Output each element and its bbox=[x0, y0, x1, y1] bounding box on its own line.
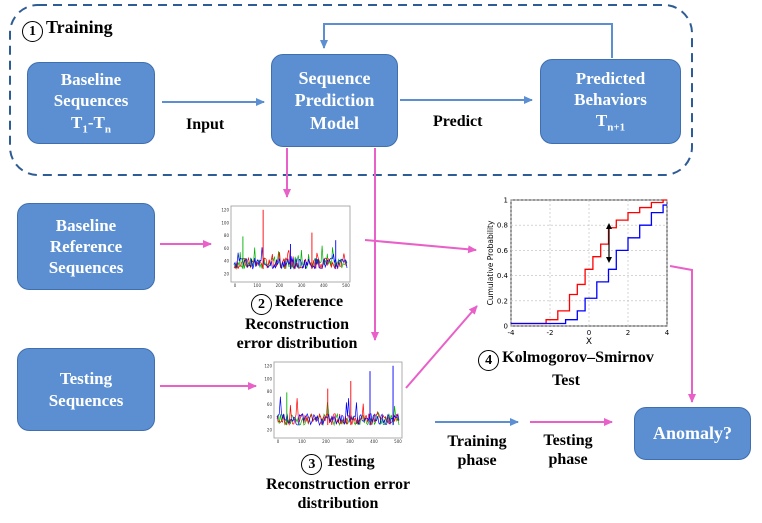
ks-x-tick: 4 bbox=[665, 329, 670, 337]
mini-x-tick: 0 bbox=[234, 283, 237, 288]
baseline-seq-line1: Baseline bbox=[60, 70, 122, 90]
training-frame bbox=[9, 4, 693, 176]
mini-trace bbox=[276, 402, 400, 427]
testing-error-plot: 120 100 80 60 40 20 0 100 200 300 400 500 bbox=[264, 361, 403, 444]
mini-y-tick: 100 bbox=[221, 220, 229, 225]
mini-y-tick: 40 bbox=[224, 259, 230, 264]
training-title-text: Training bbox=[46, 17, 113, 37]
mini-x-tick: 100 bbox=[298, 439, 306, 444]
mini-y-tick: 60 bbox=[267, 402, 273, 407]
predicted-line2: Behaviors bbox=[574, 89, 647, 109]
mini-y-tick: 100 bbox=[264, 376, 272, 381]
mini-x-tick: 100 bbox=[253, 283, 261, 288]
mini-x-tick: 500 bbox=[394, 439, 402, 444]
mini-y-tick: 120 bbox=[221, 208, 229, 213]
baseline-seq-line2: Sequences bbox=[53, 91, 129, 111]
model-line2: Prediction bbox=[294, 90, 375, 111]
ks-y-tick: 0.2 bbox=[497, 297, 508, 305]
mini-x-tick: 200 bbox=[276, 283, 284, 288]
ks-y-tick: 0 bbox=[504, 323, 508, 331]
step-2-badge: 2 bbox=[250, 294, 272, 315]
model-line3: Model bbox=[310, 112, 359, 133]
testing-line1: Testing bbox=[59, 369, 113, 389]
anomaly-label: Anomaly? bbox=[652, 423, 732, 444]
predicted-line3: Tn+1 bbox=[595, 111, 626, 134]
sequence-prediction-model-box: Sequence Prediction Model bbox=[271, 54, 398, 147]
mini-x-tick: 400 bbox=[370, 439, 378, 444]
ks-y-tick: 0.4 bbox=[497, 272, 509, 280]
predicted-line1: Predicted bbox=[575, 68, 646, 88]
mini-y-tick: 20 bbox=[224, 272, 230, 277]
reference-line2: Reference bbox=[49, 236, 123, 256]
ks-xlabel: X bbox=[586, 337, 592, 347]
ks-y-tick: 0.6 bbox=[497, 247, 509, 255]
mini-y-tick: 40 bbox=[267, 415, 273, 420]
testing-sequences-box: Testing Sequences bbox=[17, 348, 155, 431]
ks-ylabel: Cumulative Probability bbox=[486, 220, 495, 305]
testing-line2: Sequences bbox=[48, 390, 124, 410]
reference-error-plot: 120 100 80 60 40 20 0 100 200 300 400 500 bbox=[221, 205, 351, 288]
anomaly-box: Anomaly? bbox=[634, 407, 751, 460]
mini-y-tick: 80 bbox=[224, 233, 230, 238]
ks-x-tick: -2 bbox=[547, 329, 554, 337]
ks-x-tick: 0 bbox=[587, 329, 591, 337]
mini-y-tick: 60 bbox=[224, 246, 230, 251]
ks-y-tick: 1 bbox=[504, 197, 508, 205]
mini-y-tick: 120 bbox=[264, 364, 272, 369]
predicted-behaviors-box: Predicted Behaviors Tn+1 bbox=[540, 59, 681, 144]
ks-to-anomaly-arrow bbox=[669, 265, 696, 403]
mini-x-tick: 300 bbox=[298, 283, 306, 288]
step-1-badge: 1 bbox=[22, 21, 43, 42]
mini-x-tick: 200 bbox=[322, 439, 330, 444]
ref-to-ks-arrow bbox=[364, 239, 477, 254]
ks-x-tick: -4 bbox=[508, 329, 516, 337]
ks-series-line-1 bbox=[511, 199, 667, 325]
ks-x-tick: 2 bbox=[626, 329, 630, 337]
mini-x-tick: 400 bbox=[320, 283, 328, 288]
baseline-sequences-box: Baseline Sequences T1-Tn bbox=[27, 62, 155, 144]
mini-trace bbox=[276, 396, 400, 427]
baseline-seq-line3: T1-Tn bbox=[71, 112, 111, 136]
test-to-ks-arrow bbox=[405, 305, 478, 389]
step-3-badge: 3 bbox=[301, 454, 323, 475]
input-label: Input bbox=[186, 116, 225, 133]
mini-x-tick: 0 bbox=[277, 439, 280, 444]
mini-x-tick: 300 bbox=[346, 439, 354, 444]
reference-line1: Baseline bbox=[55, 215, 117, 235]
predict-label: Predict bbox=[433, 113, 483, 130]
ks-plot-area bbox=[510, 199, 668, 327]
step-4-badge: 4 bbox=[478, 350, 500, 371]
baseline-reference-sequences-box: Baseline Reference Sequences bbox=[17, 203, 155, 290]
feedback-arrow bbox=[320, 23, 613, 58]
mini-y-tick: 20 bbox=[267, 428, 273, 433]
model-line1: Sequence bbox=[298, 67, 371, 88]
ks-series-line-2 bbox=[511, 204, 667, 325]
mini-trace bbox=[276, 398, 400, 426]
mini-x-tick: 500 bbox=[342, 283, 350, 288]
mini-y-tick: 80 bbox=[267, 389, 273, 394]
ks-cdf-chart: -4 -2 0 2 4 1 0.8 0.6 0.4 0.2 0 X Cumulative Proba… bbox=[486, 197, 670, 348]
ks-y-tick: 0.8 bbox=[497, 222, 508, 230]
reference-line3: Sequences bbox=[48, 258, 124, 278]
